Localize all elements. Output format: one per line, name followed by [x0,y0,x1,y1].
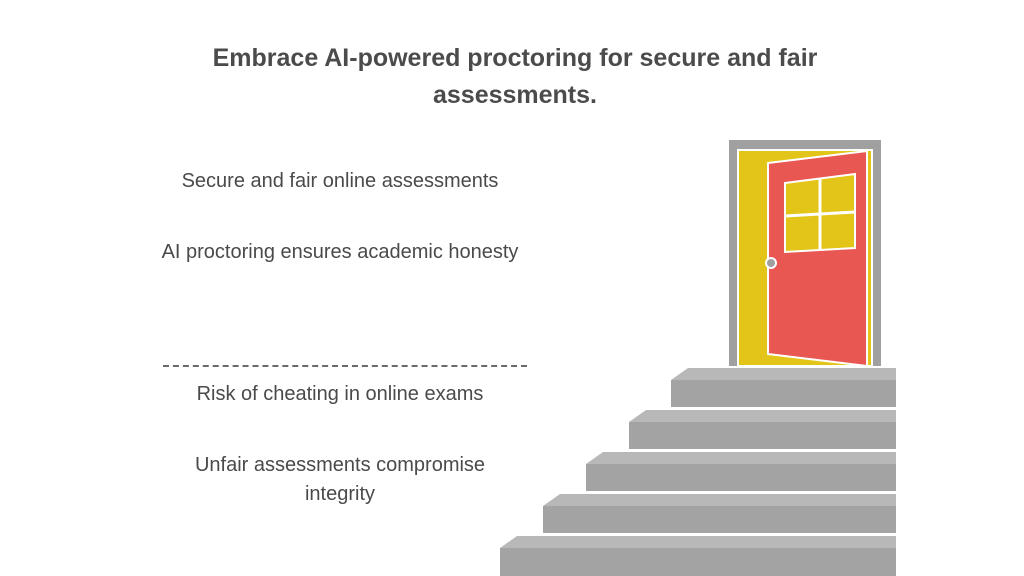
positive-point-academic-honesty: AI proctoring ensures academic honesty [161,241,519,263]
positive-point-secure-assessments: Secure and fair online assessments [181,170,499,192]
open-door-icon [729,140,881,367]
staircase-icon [500,368,896,576]
door-window [784,172,856,254]
door-knob-icon [765,257,777,269]
negative-point-unfair-assessments: Unfair assessments compromise integrity [194,454,486,505]
dashed-divider [163,365,527,367]
negative-point-cheating-risk: Risk of cheating in online exams [196,383,484,405]
diagram-title: Embrace AI-powered proctoring for secure… [212,44,818,109]
door-and-stairs-illustration [500,140,896,576]
